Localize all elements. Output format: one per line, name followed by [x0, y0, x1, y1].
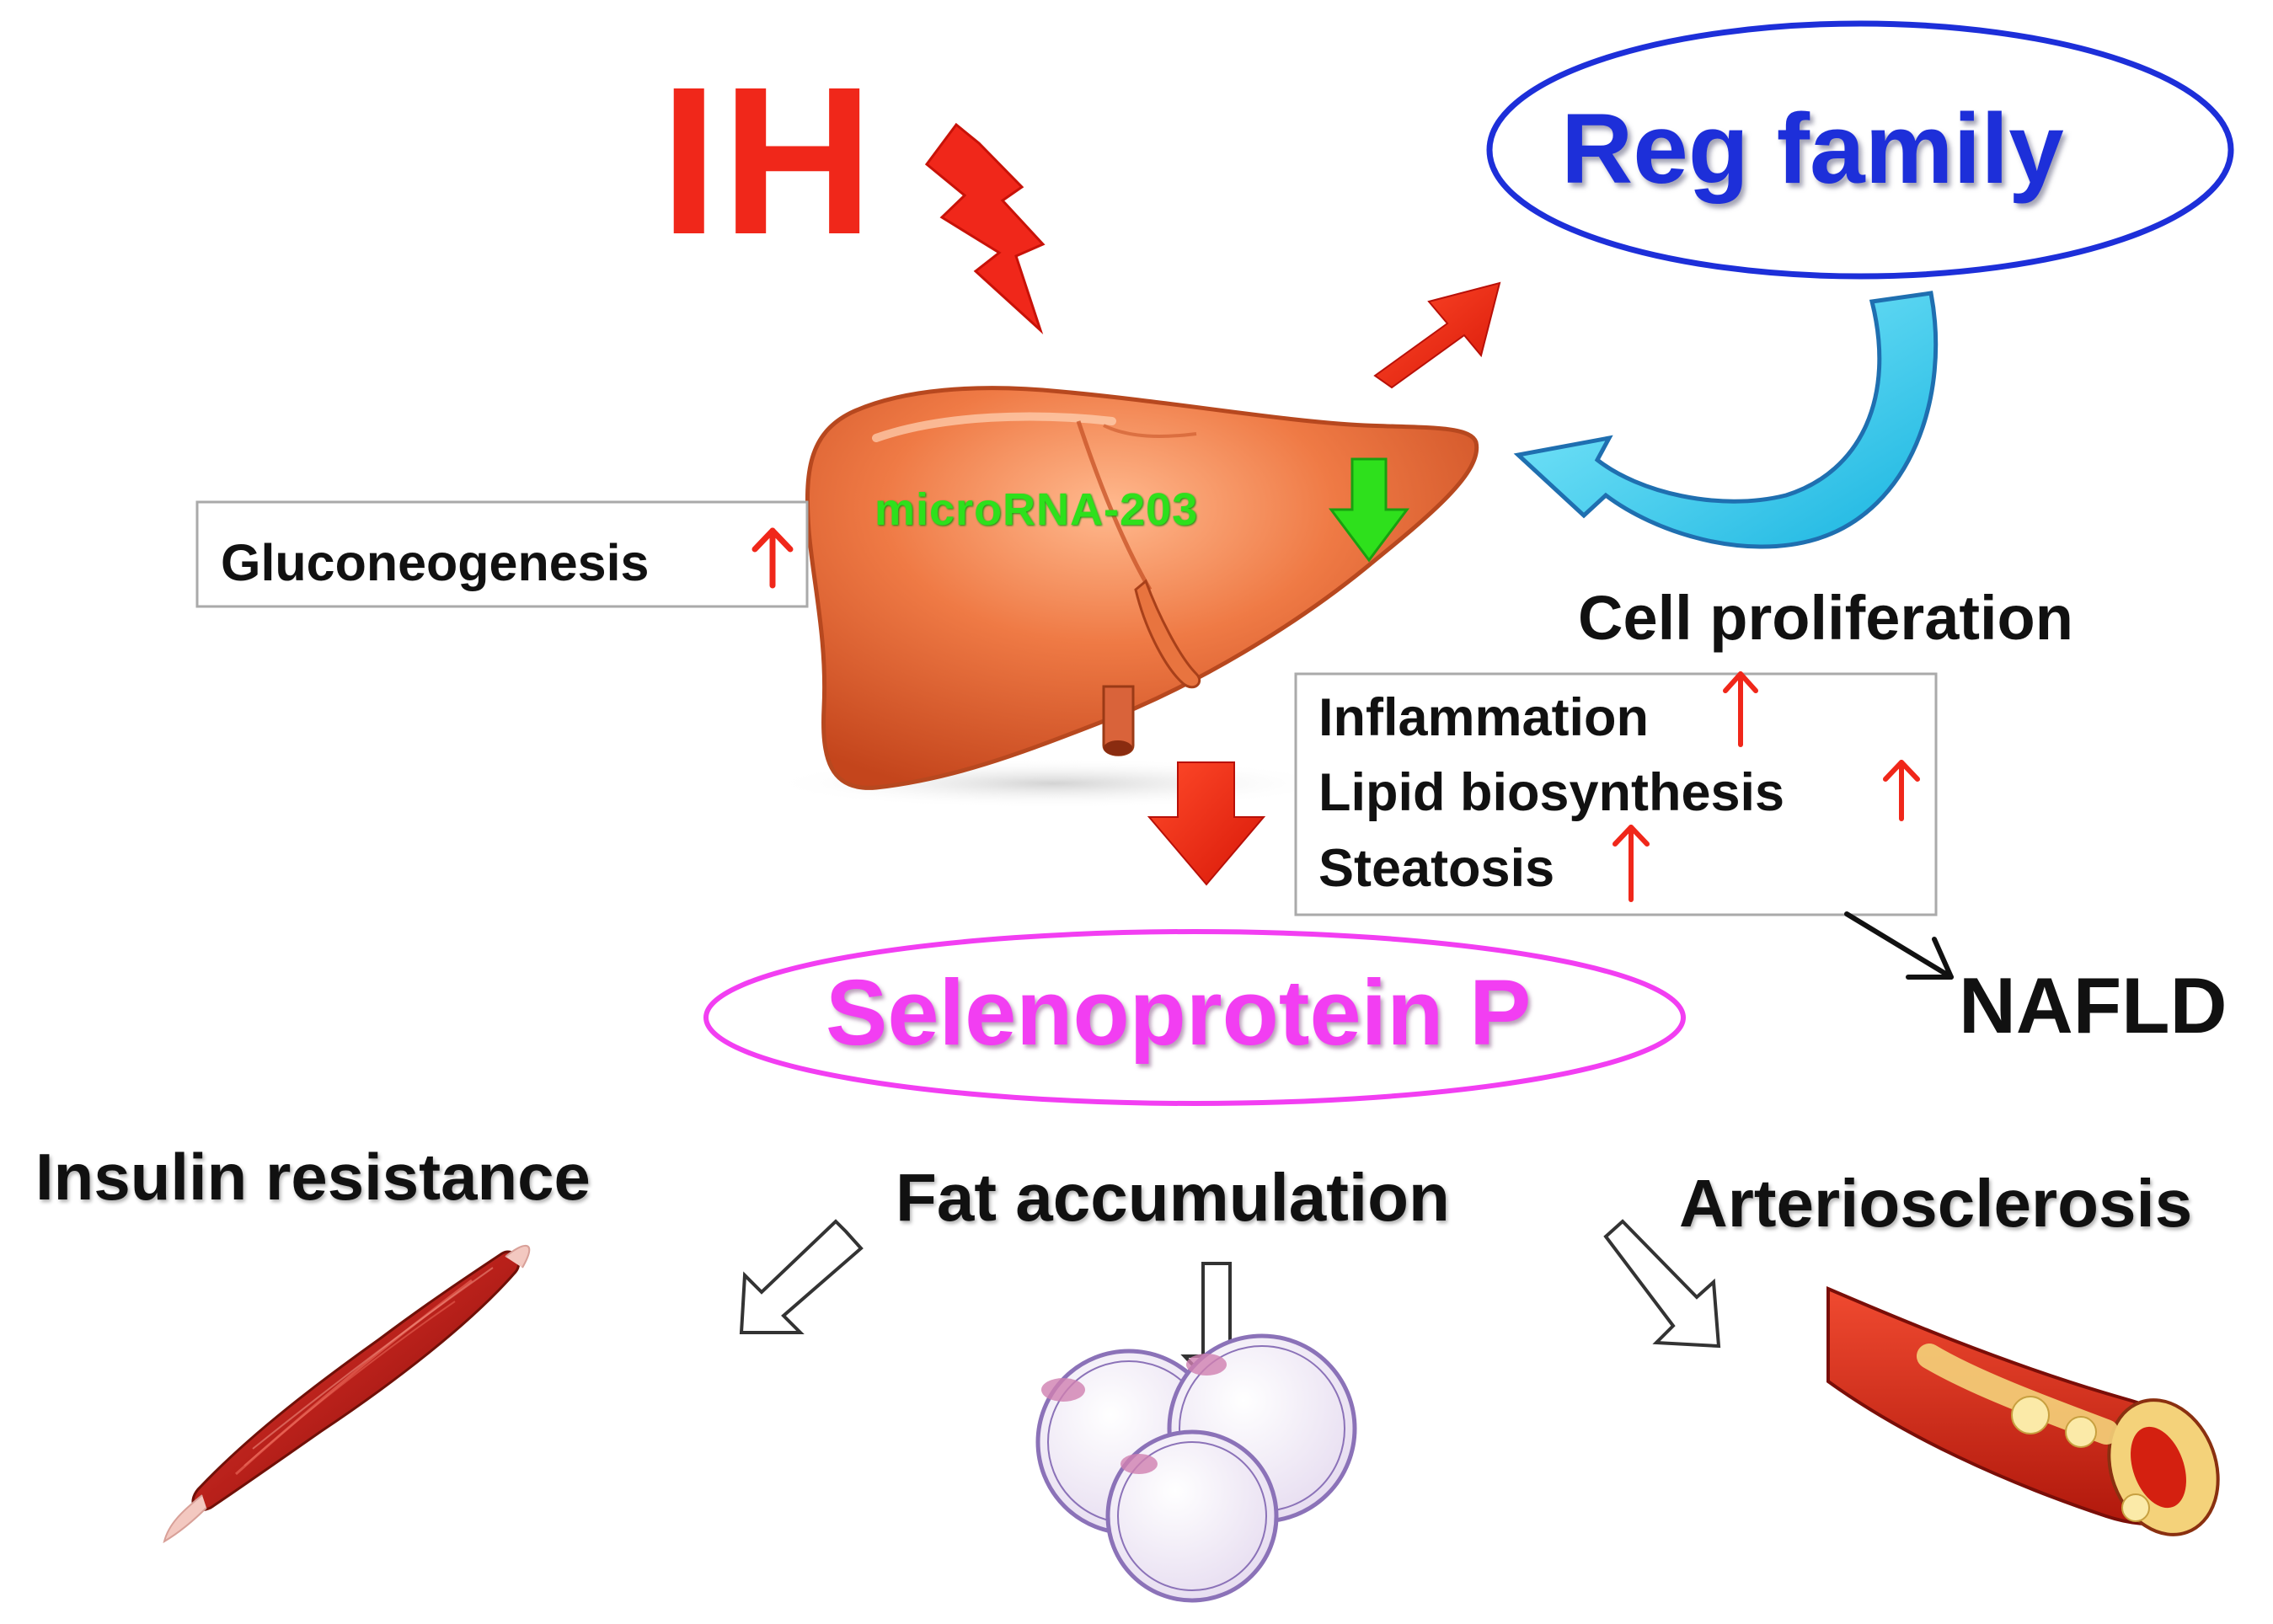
- artery-icon: [1826, 1285, 2220, 1536]
- red-up-arrow-icon: [1723, 671, 1758, 747]
- green-down-arrow-icon: [1329, 457, 1409, 563]
- gluconeogenesis-label: Gluconeogenesis: [221, 534, 650, 591]
- hollow-arrow-to-muscle: [739, 1219, 864, 1334]
- selenoprotein-ellipse: [703, 929, 1686, 1106]
- lipid-biosynthesis-label: Lipid biosynthesis: [1318, 763, 1785, 822]
- arrow-to-reg-family: [1373, 281, 1501, 389]
- selenoprotein-p-label: Selenoprotein P: [826, 961, 1532, 1065]
- lightning-bolt-icon: [924, 122, 1046, 334]
- inflammation-label: Inflammation: [1318, 688, 1650, 747]
- ih-label: IH: [660, 43, 877, 278]
- muscle-icon: [163, 1245, 531, 1544]
- microrna-label: microRNA-203: [874, 484, 1199, 535]
- reg-family-ellipse: [1486, 20, 2234, 280]
- insulin-resistance-label: Insulin resistance: [35, 1140, 591, 1214]
- fat-cells-icon: [1035, 1333, 1357, 1603]
- reg-family-label: Reg family: [1561, 93, 2064, 205]
- red-up-arrow-icon: [1883, 760, 1920, 821]
- red-up-arrow-icon: [1612, 825, 1650, 902]
- gluconeogenesis-box: [195, 500, 809, 608]
- arteriosclerosis-label: Arteriosclerosis: [1679, 1166, 2193, 1241]
- nafld-label: NAFLD: [1959, 961, 2228, 1050]
- red-up-arrow-icon: [751, 527, 794, 589]
- steatosis-label: Steatosis: [1318, 839, 1555, 898]
- liver-icon: [805, 386, 1479, 790]
- effects-box: [1294, 672, 1938, 916]
- cell-proliferation-label: Cell proliferation: [1578, 583, 2073, 653]
- fat-accumulation-label: Fat accumulation: [896, 1160, 1450, 1235]
- arrow-to-nafld: [1844, 911, 1954, 980]
- arrow-to-selenoprotein: [1147, 761, 1266, 886]
- hollow-arrow-to-artery: [1603, 1219, 1721, 1349]
- feedback-arrow-icon: [1513, 291, 1939, 549]
